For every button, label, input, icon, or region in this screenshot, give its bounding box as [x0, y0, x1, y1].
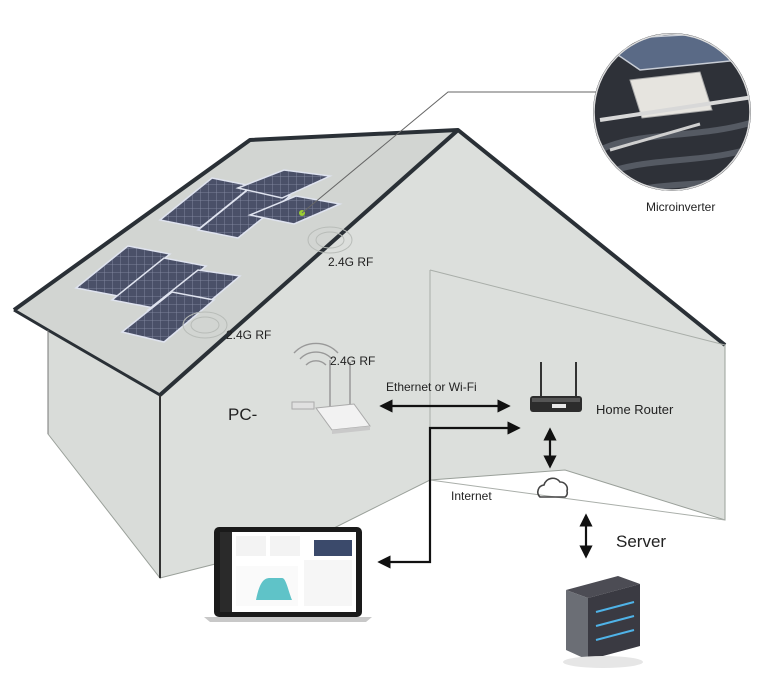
home-router-label: Home Router: [596, 402, 674, 417]
pc-label: PC-: [228, 405, 258, 424]
solar-panel-icon: [247, 195, 343, 225]
laptop-icon: [204, 527, 372, 622]
gateway-device-icon: [291, 360, 371, 434]
server-icon: [563, 576, 643, 668]
microinverter-label: Microinverter: [646, 200, 716, 214]
roof-edge: [12, 128, 727, 347]
rf-roof-label: 2.4G RF: [328, 255, 374, 269]
server-label: Server: [616, 532, 667, 551]
solar-panel-array: [74, 169, 343, 343]
leader-line: [301, 91, 600, 214]
solar-panel-icon: [110, 257, 208, 309]
internet-label: Internet: [451, 489, 492, 503]
wifi-signal-icon: [182, 226, 353, 339]
monitor-chart: [256, 578, 292, 600]
solar-panel-icon: [120, 291, 216, 343]
arrow-internet-laptop: [377, 421, 521, 569]
solar-panel-icon: [74, 245, 172, 297]
ethernet-wifi-label: Ethernet or Wi-Fi: [386, 380, 477, 394]
connection-arrows: [377, 399, 593, 569]
rf-gateway-label: 2.4G RF: [330, 354, 376, 368]
wifi-signal-icon: [293, 342, 339, 366]
roof-ridge: [158, 128, 460, 397]
rf-left-label: 2.4G RF: [226, 328, 272, 342]
solar-panel-icon: [235, 169, 333, 199]
router-icon: [530, 362, 582, 412]
microinverter-photo: [593, 33, 751, 191]
cloud-icon: [537, 477, 569, 498]
solar-panel-icon: [196, 187, 292, 239]
